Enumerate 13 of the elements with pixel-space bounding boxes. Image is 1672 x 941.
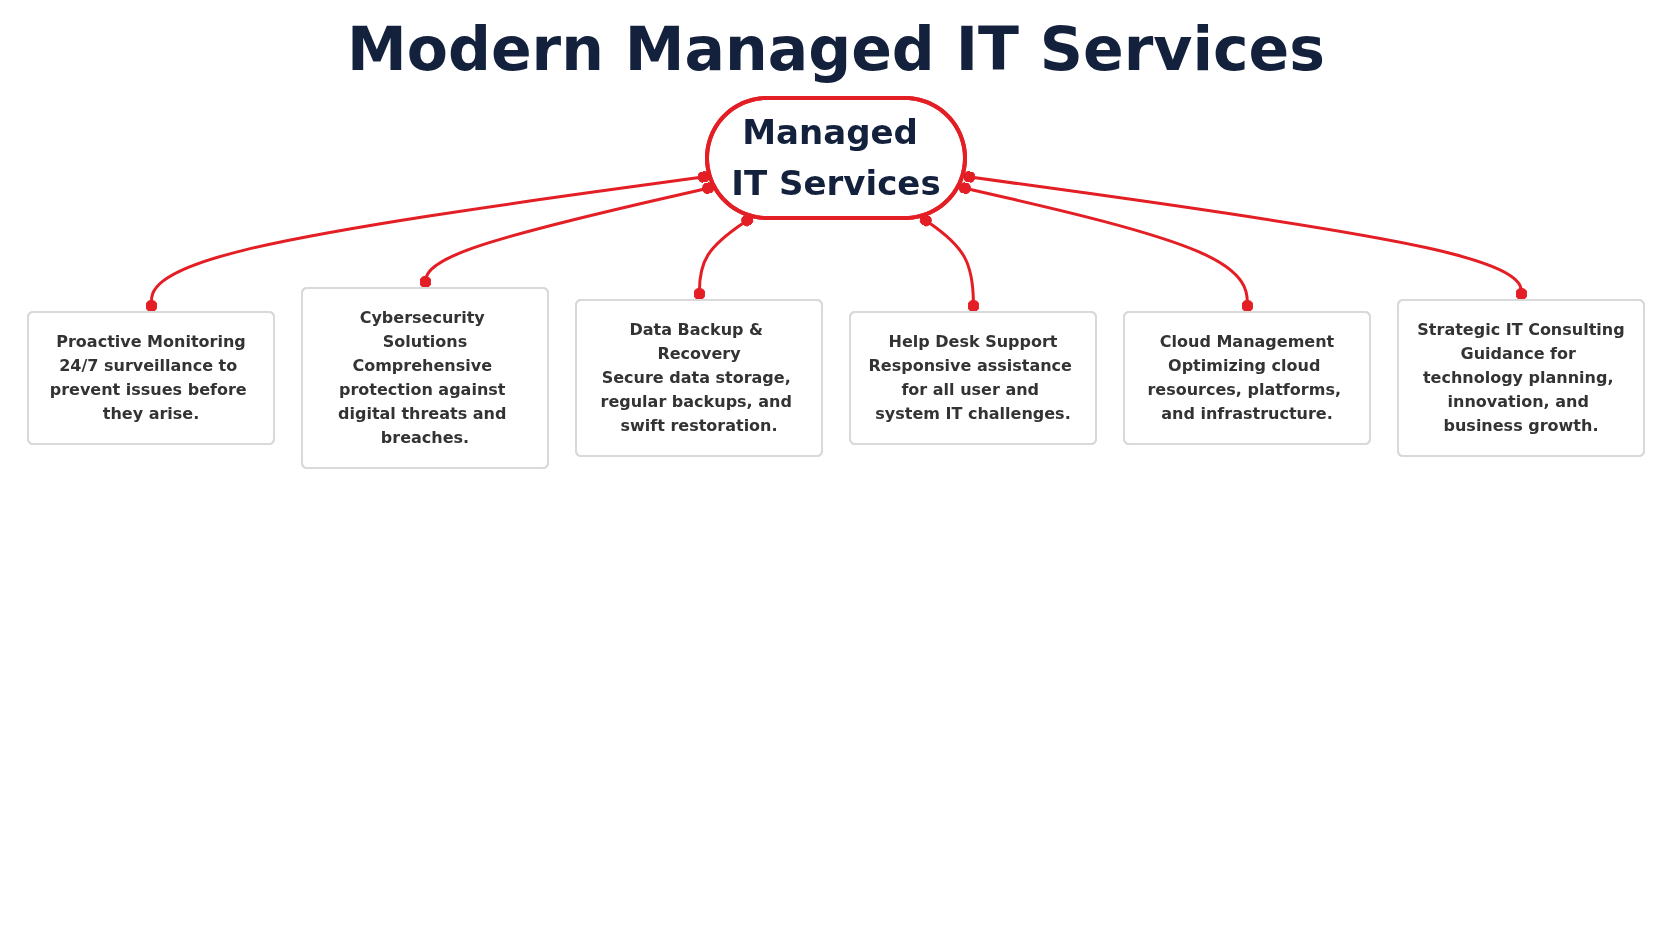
connector (919, 214, 980, 313)
node-text: Cloud Management Optimizing cloud resources, platforms, and infrastructure. (1147, 332, 1341, 423)
connector (693, 214, 754, 301)
node-text: Proactive Monitoring 24/7 surveillance to prevent issues before they arise. (49, 332, 247, 423)
node-text: Data Backup & Recovery Secure data storage, regular backups, and swift restoration. (600, 320, 792, 435)
node-text: Help Desk Support Responsive assistance for all user and system IT challenges. (868, 332, 1072, 423)
connector (958, 182, 1254, 313)
connector (419, 182, 715, 289)
node-text: Strategic IT Consulting Guidance for technology planning, innovation, and business growth. (1417, 320, 1625, 435)
connector (145, 170, 711, 313)
title: Modern Managed IT Services (347, 14, 1325, 84)
node-text: Cybersecurity Solutions Comprehensive protection against digital threats and breaches. (338, 308, 507, 447)
connector (962, 170, 1528, 301)
